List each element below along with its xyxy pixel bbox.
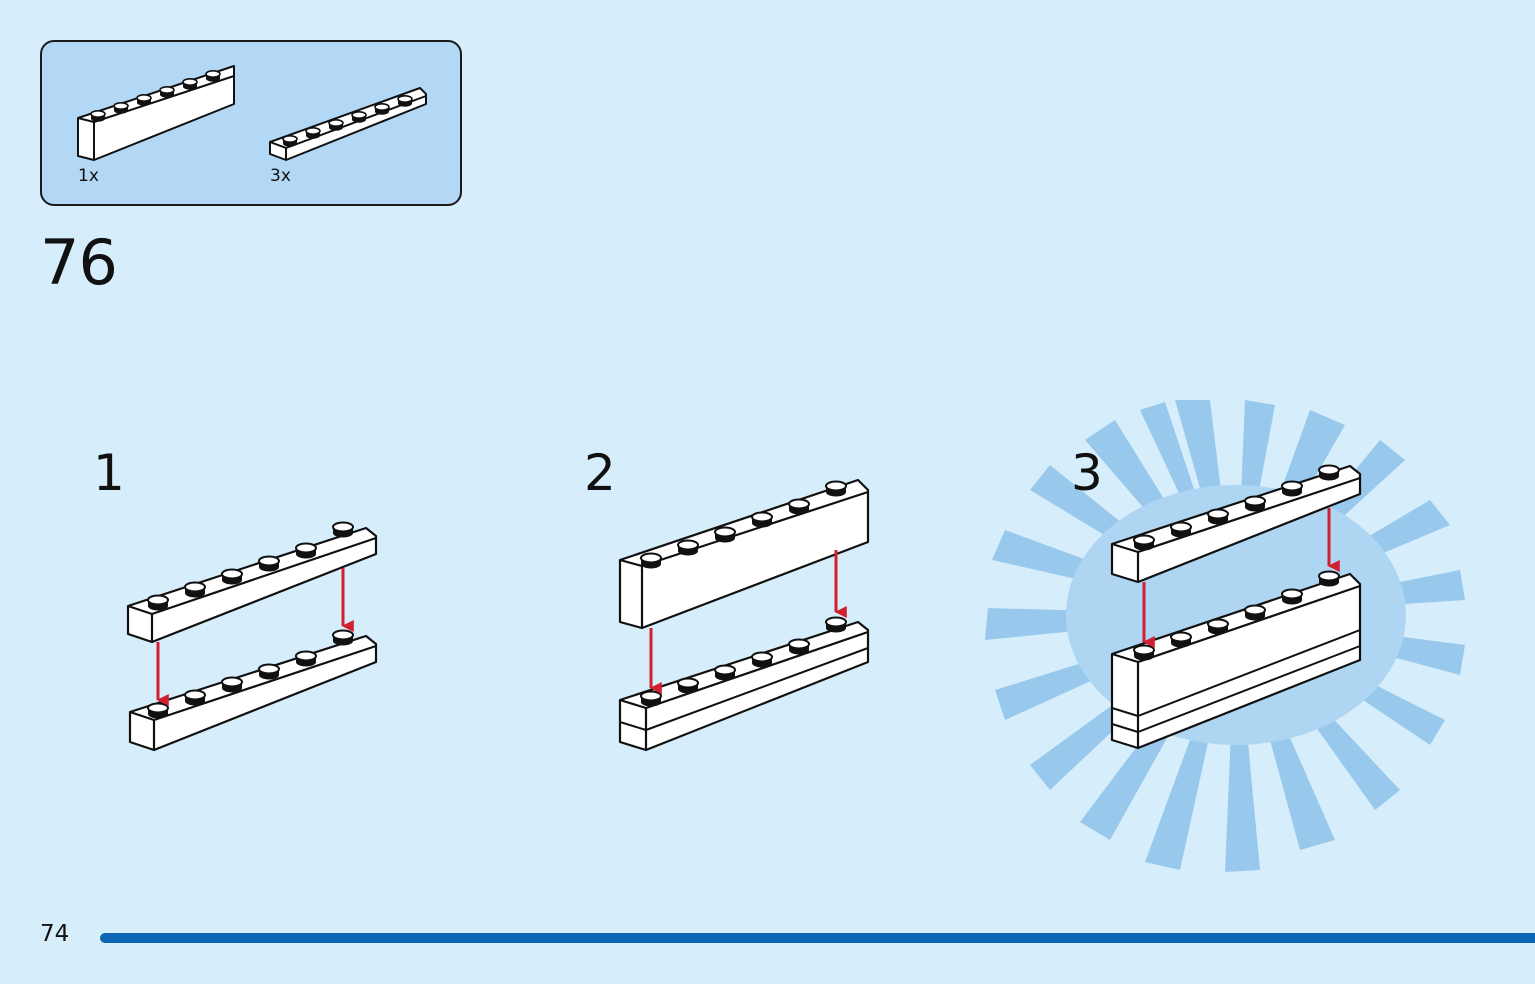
substep-2-plate-stack	[618, 616, 870, 752]
part-quantity-brick: 1x	[78, 166, 99, 186]
substep-number-1: 1	[93, 444, 125, 502]
step-number: 76	[40, 226, 118, 299]
substep-3-wall	[1110, 570, 1362, 750]
substep-1-top-plate	[126, 521, 378, 644]
substep-number-2: 2	[584, 444, 616, 502]
substep-2-brick	[618, 478, 870, 630]
part-plate-1x6	[269, 87, 427, 161]
substep-3-top-plate	[1110, 464, 1362, 584]
substep-1-bottom-plate	[128, 629, 378, 752]
part-quantity-plate: 3x	[270, 166, 291, 186]
part-brick-1x6	[77, 65, 235, 161]
substep-number-3: 3	[1071, 444, 1103, 502]
page-number: 74	[40, 921, 70, 947]
substep-2-illustration	[618, 478, 870, 752]
substep-1-illustration	[126, 521, 378, 752]
substep-3-illustration	[1110, 464, 1362, 750]
page-footer-bar	[100, 933, 1535, 943]
